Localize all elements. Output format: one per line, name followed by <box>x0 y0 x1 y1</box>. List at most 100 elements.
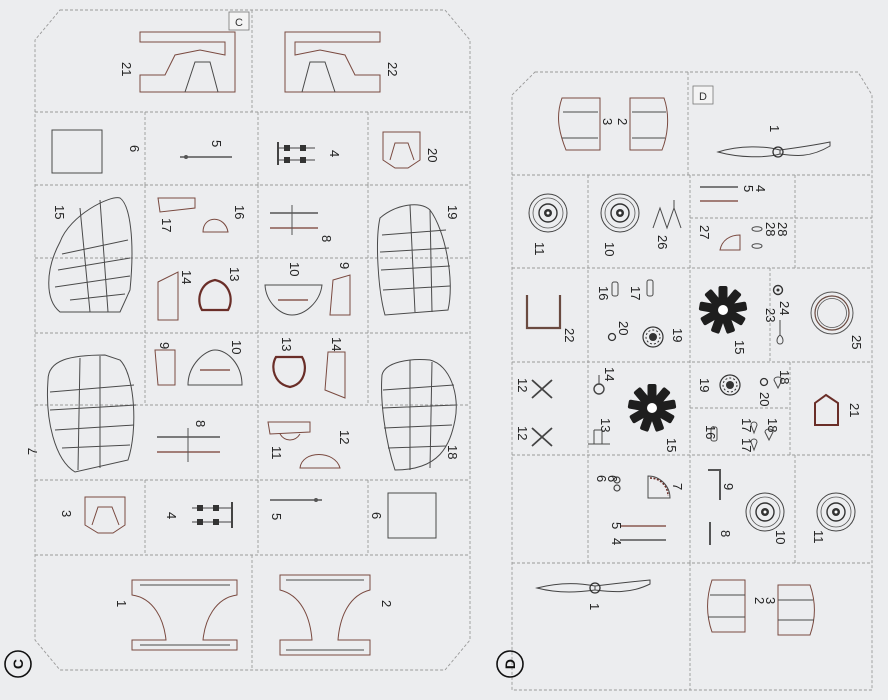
part-d17c <box>750 438 758 452</box>
label-c5b: 5 <box>269 513 284 520</box>
label-c22: 22 <box>385 62 400 76</box>
label-d6b: 6 <box>605 475 620 482</box>
label-c6a: 6 <box>127 145 142 152</box>
part-d17b <box>750 421 758 435</box>
label-d27: 27 <box>697 225 712 239</box>
part-d10b <box>745 492 785 532</box>
part-d22 <box>525 295 562 330</box>
part-d12b <box>531 427 553 447</box>
label-c14b: 14 <box>329 337 344 351</box>
part-d12a <box>531 379 553 399</box>
label-c13a: 13 <box>227 267 242 281</box>
part-c18 <box>381 359 457 471</box>
label-d19a: 19 <box>670 328 685 342</box>
part-c16 <box>202 218 229 233</box>
label-c3: 3 <box>59 510 74 517</box>
label-c7: 7 <box>25 448 40 455</box>
part-c3 <box>84 496 126 534</box>
part-c22 <box>284 31 381 93</box>
part-c13b <box>272 355 306 389</box>
part-d6a <box>613 476 621 492</box>
label-d22: 22 <box>562 328 577 342</box>
label-d8: 8 <box>718 530 733 537</box>
part-d20a <box>607 332 617 342</box>
label-d19b: 19 <box>697 378 712 392</box>
sprue-d: D D 3 2 1 11 10 26 5 4 27 28 28 <box>496 71 873 691</box>
part-d14 <box>593 375 605 395</box>
label-d12b: 12 <box>515 426 530 440</box>
part-d21 <box>814 393 839 426</box>
label-d26: 26 <box>655 235 670 249</box>
label-d18b: 18 <box>765 418 780 432</box>
part-c10b <box>187 349 243 386</box>
part-d7 <box>647 475 671 499</box>
part-d3a <box>558 97 601 151</box>
label-d16a: 16 <box>596 286 611 300</box>
part-d23 <box>776 320 784 345</box>
label-c8a: 8 <box>319 235 334 242</box>
part-c12 <box>299 454 341 469</box>
part-d16b <box>710 426 718 442</box>
part-c6a <box>51 129 103 174</box>
label-d16b: 16 <box>703 425 718 439</box>
sprue-c-corner-label: C <box>235 17 243 29</box>
part-d19a <box>642 326 664 348</box>
part-c5b <box>270 498 322 502</box>
label-d15b: 15 <box>664 438 679 452</box>
label-c18: 18 <box>445 445 460 459</box>
part-c19 <box>377 204 451 316</box>
sprue-c-corner-box <box>228 11 250 31</box>
sprue-d-letter: D <box>502 659 518 669</box>
label-c16: 16 <box>232 205 247 219</box>
label-c9a: 9 <box>337 262 352 269</box>
sprue-d-corner-label: D <box>699 91 707 103</box>
label-d1b: 1 <box>587 603 602 610</box>
part-c17 <box>157 197 196 213</box>
part-c4a <box>277 142 315 165</box>
label-d10b: 10 <box>773 530 788 544</box>
sprue-c-badge <box>4 650 32 678</box>
sprue-d-frame <box>511 71 873 691</box>
part-d11b <box>816 492 856 532</box>
part-c7 <box>47 354 135 473</box>
part-c8a <box>270 205 318 235</box>
label-d7: 7 <box>670 483 685 490</box>
label-d15a: 15 <box>732 340 747 354</box>
label-d6a: 6 <box>594 475 609 482</box>
label-d17a: 17 <box>628 286 643 300</box>
label-d23: 23 <box>763 308 778 322</box>
label-c10a: 10 <box>287 262 302 276</box>
label-d13: 13 <box>598 418 613 432</box>
part-d18a <box>773 376 783 390</box>
label-c4a: 4 <box>327 150 342 157</box>
label-d14: 14 <box>602 367 617 381</box>
part-d28b <box>751 243 763 249</box>
label-d25: 25 <box>849 335 864 349</box>
part-d26 <box>652 200 682 230</box>
label-c2: 2 <box>379 600 394 607</box>
sprue-c: C C 21 22 6 5 4 20 <box>4 9 471 678</box>
label-d28b: 28 <box>775 222 790 236</box>
label-d17c: 17 <box>739 438 754 452</box>
label-c17: 17 <box>159 218 174 232</box>
part-c9b <box>154 349 176 386</box>
part-d3b <box>777 584 815 636</box>
label-d10a: 10 <box>602 242 617 256</box>
label-c13b: 13 <box>279 337 294 351</box>
part-c5a <box>180 155 232 159</box>
label-d24: 24 <box>777 301 792 315</box>
part-d15b <box>627 384 677 433</box>
label-c10b: 10 <box>229 340 244 354</box>
part-c14b <box>324 351 346 399</box>
label-c20: 20 <box>425 148 440 162</box>
label-c8b: 8 <box>193 420 208 427</box>
part-c10a <box>264 284 323 316</box>
part-d17a <box>646 279 654 297</box>
part-d18b <box>764 428 774 442</box>
part-d27 <box>719 234 741 251</box>
part-d11a <box>528 193 568 233</box>
label-c5a: 5 <box>209 140 224 147</box>
part-d1a <box>716 141 831 158</box>
label-c19: 19 <box>445 205 460 219</box>
